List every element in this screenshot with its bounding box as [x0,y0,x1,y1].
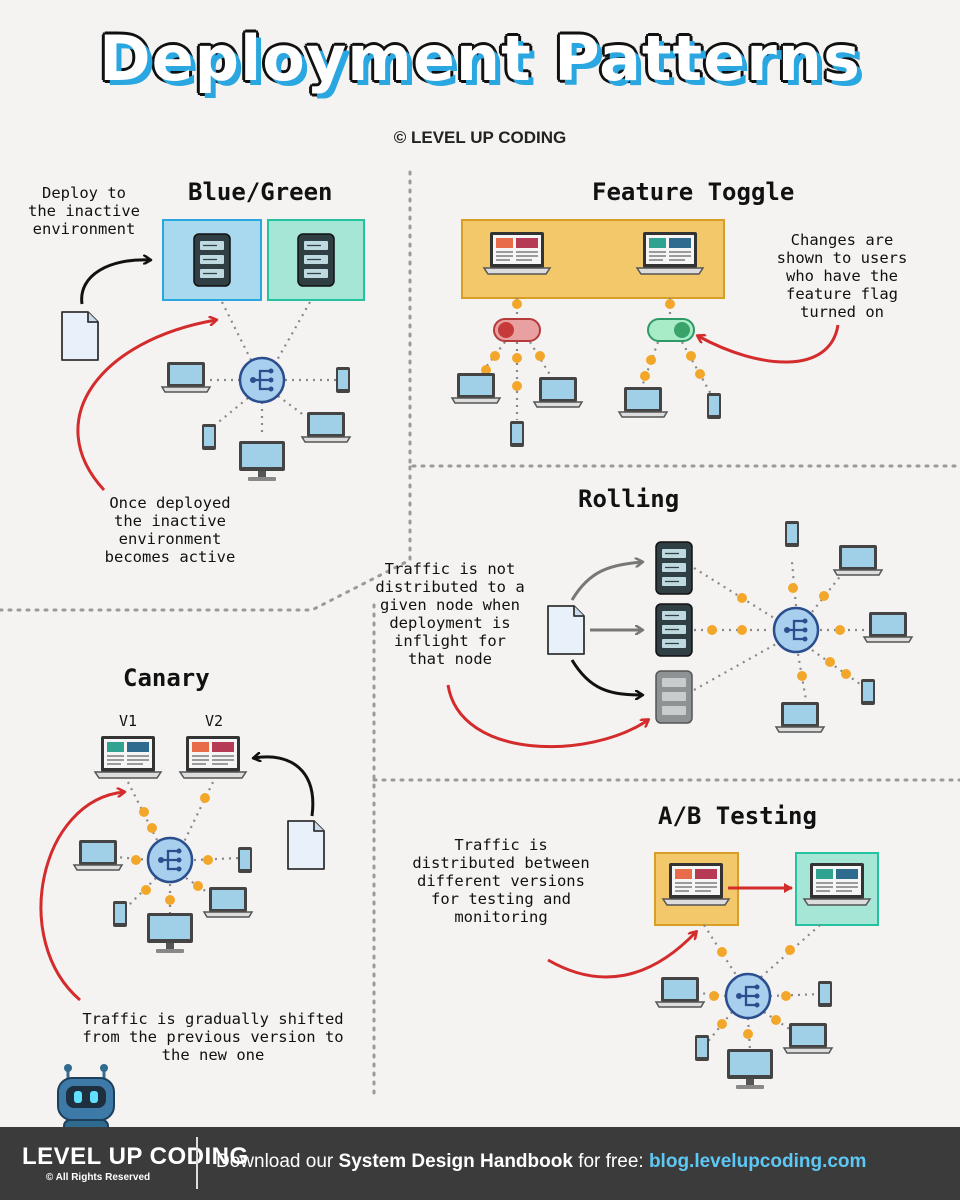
blue-green-note-active: Once deployed the inactive environment b… [104,494,236,566]
ab-monitor-icon [727,1049,773,1089]
ab-hub-icon [724,972,772,1020]
rolling-server-inflight-icon [655,670,693,724]
ab-red-arrow [547,932,696,979]
toggle-off-switch [493,318,541,342]
rolling-laptop-icon [863,611,913,643]
canary-v2-label: V2 [205,712,224,730]
ab-phone-icon [695,1035,709,1061]
ab-laptop-icon [655,976,705,1008]
bg-laptop-icon [301,411,351,443]
rolling-server-icon [655,603,693,657]
ab-version-b-laptop-icon [803,862,871,906]
bg-phone-icon [336,367,350,393]
ft-app-laptop-icon [483,231,551,275]
canary-v2-laptop-icon [179,735,247,779]
ab-testing-heading: A/B Testing [658,802,817,830]
canary-note: Traffic is gradually shifted from the pr… [82,1010,344,1064]
bg-phone-icon [202,424,216,450]
deploy-arrow [80,260,150,305]
ft-laptop-icon [533,376,583,408]
canary-v1-label: V1 [119,712,138,730]
blue-green-note-deploy: Deploy to the inactive environment [28,184,140,238]
ab-testing-diagram [547,852,879,1089]
ab-phone-icon [818,981,832,1007]
ab-laptop-icon [783,1022,833,1054]
bg-document-icon [61,311,99,361]
footer-url-link[interactable]: blog.levelupcoding.com [648,1151,867,1172]
ab-testing-note: Traffic is distributed between different… [412,836,590,926]
canary-hub-icon [146,836,194,884]
rolling-diagram [446,521,913,749]
canary-heading: Canary [123,664,210,692]
canary-v1-laptop-icon [94,735,162,779]
bg-laptop-icon [161,361,211,393]
canary-laptop-icon [203,886,253,918]
canary-document-icon [287,820,325,870]
rolling-phone-icon [861,679,875,705]
rolling-laptop-icon [833,544,883,576]
flag-arrow [698,324,840,364]
footer-cta-middle: for free: [572,1151,649,1172]
canary-phone-icon [238,847,252,873]
toggle-on-switch [647,318,695,342]
switch-active-arrow [76,320,216,492]
canary-red-arrow [39,792,124,1002]
rolling-laptop-icon [775,701,825,733]
blue-green-diagram [61,219,365,492]
canary-laptop-icon [73,839,123,871]
canary-monitor-icon [147,913,193,953]
green-server-icon [297,233,335,287]
rolling-red-arrow [446,684,648,749]
page-title: Deployment Patterns [99,22,861,95]
rolling-phone-icon [785,521,799,547]
footer-cta: Download our System Design Handbook for … [216,1151,866,1173]
rolling-hub-icon [772,606,820,654]
ft-phone-icon [510,421,524,447]
feature-toggle-heading: Feature Toggle [592,178,795,206]
bg-monitor-icon [239,441,285,481]
blue-server-icon [193,233,231,287]
feature-toggle-diagram [451,219,840,447]
canary-diagram [39,735,325,1002]
ft-laptop-icon [451,372,501,404]
footer-cta-handbook: System Design Handbook [338,1151,573,1172]
ft-app-laptop-icon [636,231,704,275]
ab-version-a-laptop-icon [662,862,730,906]
rolling-document-icon [547,605,585,655]
blue-green-heading: Blue/Green [188,178,333,206]
footer-bar [0,1127,960,1200]
canary-phone-icon [113,901,127,927]
feature-toggle-note: Changes are shown to users who have the … [776,231,908,321]
ft-phone-icon [707,393,721,419]
footer-brand: LEVEL UP CODING [22,1143,249,1170]
section-dividers [0,170,960,1102]
rolling-note: Traffic is not distributed to a given no… [375,560,525,668]
footer-cta-prefix: Download our [216,1151,339,1172]
ft-laptop-icon [618,386,668,418]
canary-deploy-arrow [254,757,315,817]
rolling-arrow-bottom [570,659,642,695]
rolling-arrow-top [570,562,642,601]
rolling-server-icon [655,541,693,595]
copyright-subtitle: © LEVEL UP CODING [393,128,567,147]
blue-green-hub-icon [238,356,286,404]
footer-separator [196,1137,198,1189]
rolling-heading: Rolling [578,485,680,513]
footer-rights: © All Rights Reserved [45,1172,151,1183]
